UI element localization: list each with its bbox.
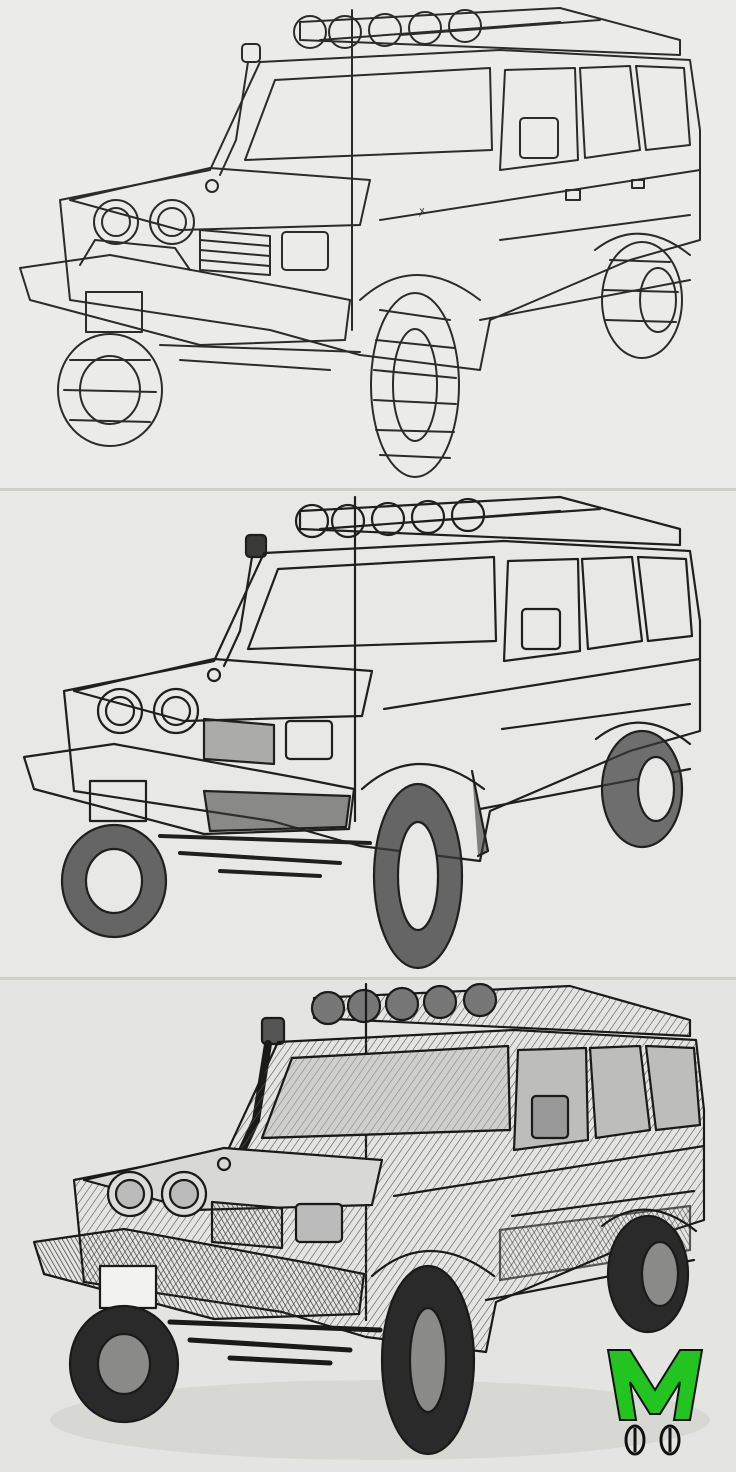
panel-shaded — [0, 980, 736, 1472]
roof-rack — [298, 495, 682, 547]
front-bumper — [22, 742, 356, 836]
front-bumper — [32, 1227, 366, 1321]
wheel-icon — [624, 1424, 681, 1456]
suv-drawing-shaded — [0, 980, 736, 1472]
panel-line-art: ꭗ — [0, 0, 736, 488]
front-right-wheel — [370, 292, 460, 478]
front-left-wheel — [57, 333, 163, 447]
suv-drawing-inked — [0, 491, 736, 977]
front-bumper — [19, 254, 351, 346]
roof-rack — [299, 7, 681, 56]
vehicle-body — [62, 539, 702, 863]
artist-logo — [606, 1349, 704, 1456]
svg-text:ꭗ: ꭗ — [417, 205, 426, 217]
panel-divider — [0, 977, 736, 980]
rear-wheel — [601, 241, 683, 359]
panel-inked — [0, 491, 736, 977]
panel-divider — [0, 488, 736, 491]
vehicle-body — [59, 49, 701, 371]
suv-drawing-line-art: ꭗ — [0, 0, 736, 488]
m-letter-icon — [606, 1349, 704, 1421]
